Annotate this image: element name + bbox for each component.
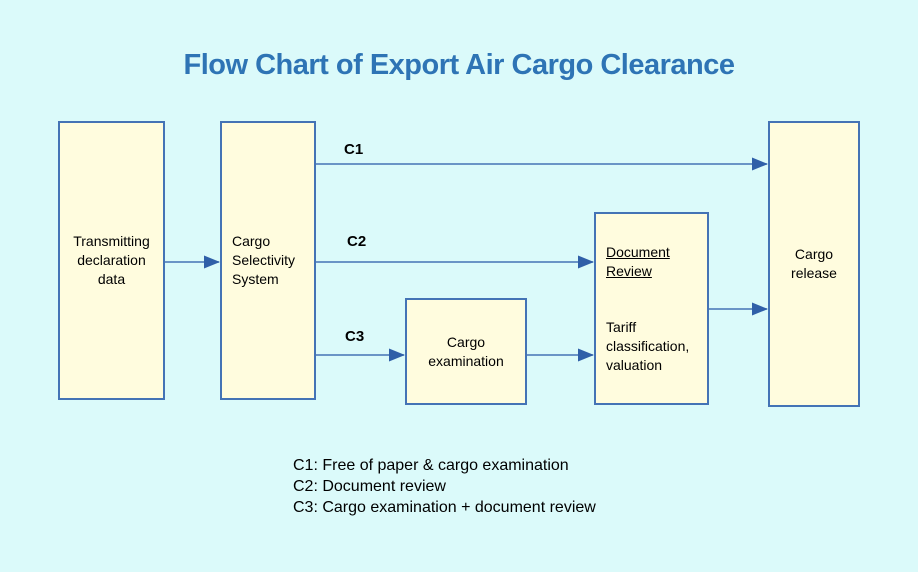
node-selectivity-label: Cargo Selectivity System	[232, 233, 296, 287]
node-cargo-examination: Cargo examination	[405, 298, 527, 405]
legend-item-c1: C1: Free of paper & cargo examination	[293, 457, 569, 474]
legend-item-c3: C3: Cargo examination + document review	[293, 499, 596, 516]
document-review-heading: Document Review	[606, 243, 670, 279]
node-cargo-release: Cargo release	[768, 121, 860, 407]
page-title: Flow Chart of Export Air Cargo Clearance	[183, 49, 735, 81]
node-document-review: Document Review Tariff classification, v…	[594, 212, 709, 405]
node-release-label: Cargo release	[791, 246, 837, 281]
node-cargo-selectivity-system: Cargo Selectivity System	[220, 121, 316, 400]
legend: C1: Free of paper & cargo examination C2…	[293, 455, 596, 518]
node-transmitting-declaration-data: Transmitting declaration data	[58, 121, 165, 400]
node-examination-label: Cargo examination	[428, 333, 504, 369]
edge-label-c3: C3	[345, 328, 365, 345]
legend-item-c2: C2: Document review	[293, 478, 446, 495]
edge-label-c2: C2	[347, 233, 367, 250]
node-transmitting-label: Transmitting declaration data	[73, 233, 150, 287]
document-review-body: Tariff classification, valuation	[606, 318, 690, 373]
edge-label-c1: C1	[344, 141, 364, 158]
